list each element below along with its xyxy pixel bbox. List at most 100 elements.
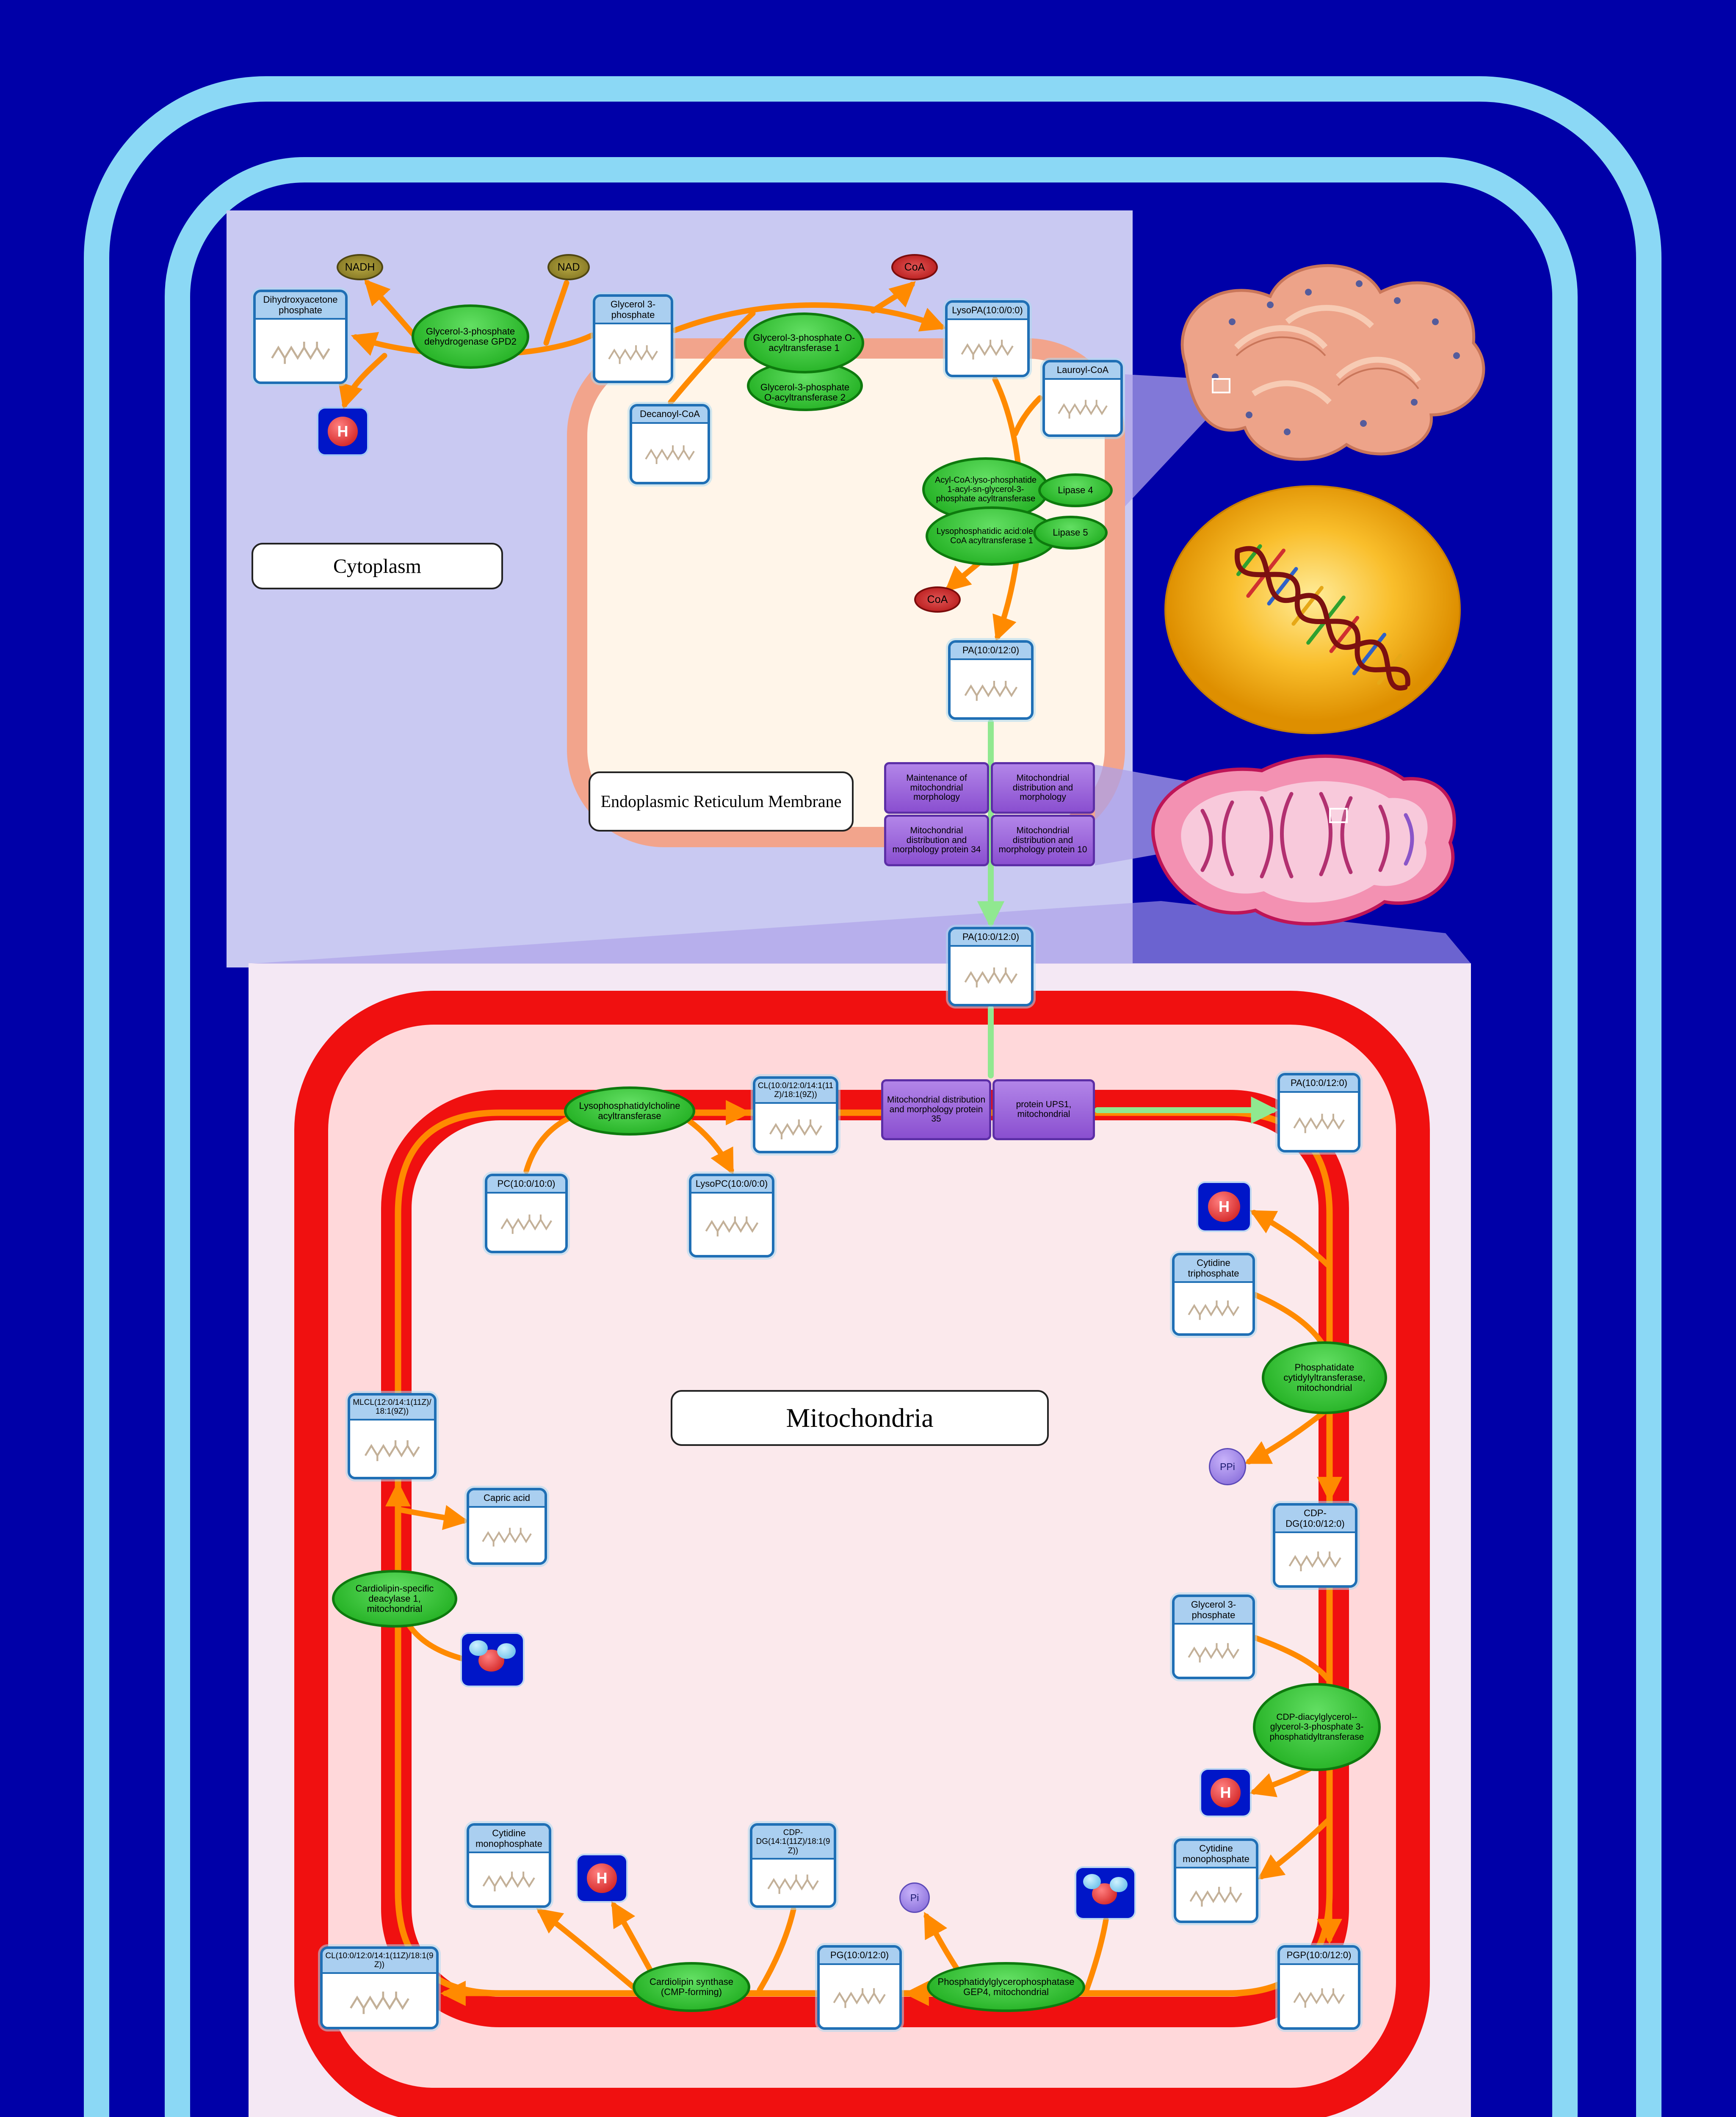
cofactor-label: CoA: [927, 593, 948, 605]
enzyme-label: Lipase 4: [1058, 484, 1093, 495]
metabolite-label: PC(10:0/10:0): [487, 1176, 565, 1194]
cofactor-h-3[interactable]: H: [1201, 1770, 1250, 1816]
cytoplasm-text: Cytoplasm: [333, 555, 421, 578]
zoom-marker-er: [1212, 378, 1230, 393]
chemical-structure-icon: [948, 320, 1027, 375]
cofactor-nad[interactable]: NAD: [547, 254, 590, 280]
water-molecule-icon: [469, 1640, 516, 1680]
enzyme-cld1[interactable]: Cardiolipin-specific deacylase 1, mitoch…: [332, 1570, 457, 1628]
cofactor-h-4[interactable]: H: [578, 1855, 626, 1901]
metabolite-glycerol-3-phosphate-top[interactable]: Glycerol 3-phosphate: [593, 294, 673, 383]
cofactor-h-1[interactable]: H: [318, 409, 367, 454]
metabolite-mlcl[interactable]: MLCL(12:0/14:1(11Z)/18:1(9Z)): [348, 1393, 437, 1479]
chemical-structure-icon: [752, 1859, 834, 1905]
metabolite-pa-boundary[interactable]: PA(10:0/12:0): [948, 927, 1034, 1006]
protein-mdm34[interactable]: Mitochondrial distribution and morpholog…: [884, 815, 989, 866]
metabolite-label: LysoPA(10:0/0:0): [948, 303, 1027, 320]
protein-mdm12[interactable]: Mitochondrial distribution and morpholog…: [991, 762, 1095, 814]
chemical-structure-icon: [820, 1965, 899, 2027]
zoom-marker-mito: [1329, 808, 1348, 823]
chemical-structure-icon: [755, 1103, 836, 1151]
enzyme-label: Cardiolipin-specific deacylase 1, mitoch…: [355, 1583, 434, 1614]
label-er-membrane: Endoplasmic Reticulum Membrane: [589, 771, 854, 832]
metabolite-cl-bottom[interactable]: CL(10:0/12:0/14:1(11Z)/18:1(9Z)): [320, 1946, 439, 2029]
metabolite-glycerol-3-phosphate-mito[interactable]: Glycerol 3-phosphate: [1172, 1595, 1255, 1679]
hydrogen-icon: H: [1210, 1778, 1241, 1807]
chemical-structure-icon: [256, 320, 345, 381]
metabolite-capric-acid[interactable]: Capric acid: [467, 1488, 547, 1565]
hydrogen-icon: H: [586, 1863, 617, 1893]
chemical-structure-icon: [951, 660, 1031, 717]
metabolite-label: PA(10:0/12:0): [951, 643, 1031, 660]
protein-mdm10[interactable]: Mitochondrial distribution and morpholog…: [991, 815, 1095, 866]
chemical-structure-icon: [1176, 1868, 1256, 1921]
enzyme-label: Acyl-CoA:lyso-phosphatide 1-acyl-sn-glyc…: [934, 475, 1037, 503]
metabolite-cmp-left[interactable]: Cytidine monophosphate: [467, 1823, 551, 1908]
protein-label: protein UPS1, mitochondrial: [1016, 1100, 1072, 1119]
metabolite-label: Dihydroxyacetone phosphate: [256, 292, 345, 320]
chemical-structure-icon: [469, 1853, 549, 1905]
cofactor-coa-2[interactable]: CoA: [914, 586, 961, 613]
metabolite-label: Decanoyl-CoA: [632, 406, 708, 424]
enzyme-label: Cardiolipin synthase (CMP-forming): [649, 1976, 734, 1997]
metabolite-lauroyl-coa[interactable]: Lauroyl-CoA: [1042, 360, 1123, 437]
cofactor-pi[interactable]: Pi: [899, 1882, 930, 1913]
chemical-structure-icon: [1175, 1283, 1252, 1333]
enzyme-lipase4[interactable]: Lipase 4: [1038, 473, 1113, 507]
metabolite-label: Cytidine monophosphate: [1176, 1841, 1256, 1869]
protein-mmm1[interactable]: Maintenance of mitochondrial morphology: [884, 762, 989, 814]
er-membrane-text: Endoplasmic Reticulum Membrane: [600, 792, 842, 811]
metabolite-label: CDP-DG(14:1(11Z)/18:1(9Z)): [752, 1826, 834, 1860]
enzyme-tamm41[interactable]: Phosphatidate cytidylyltransferase, mito…: [1262, 1341, 1387, 1414]
cofactor-h2o-2[interactable]: [1076, 1868, 1134, 1918]
metabolite-pg[interactable]: PG(10:0/12:0): [817, 1945, 902, 2030]
enzyme-lipase5[interactable]: Lipase 5: [1033, 516, 1108, 550]
enzyme-gep4[interactable]: Phosphatidylglycerophosphatase GEP4, mit…: [927, 1962, 1085, 2012]
protein-mdm35[interactable]: Mitochondrial distribution and morpholog…: [881, 1079, 991, 1140]
cofactor-h-2[interactable]: H: [1198, 1183, 1250, 1230]
enzyme-gpat1[interactable]: Glycerol-3-phosphate O-acyltransferase 1: [744, 312, 864, 373]
enzyme-label: Glycerol-3-phosphate O-acyltransferase 2: [760, 381, 850, 403]
metabolite-pc[interactable]: PC(10:0/10:0): [485, 1174, 568, 1253]
protein-ups1[interactable]: protein UPS1, mitochondrial: [992, 1079, 1095, 1140]
metabolite-pa-mito[interactable]: PA(10:0/12:0): [1277, 1073, 1360, 1152]
cofactor-nadh[interactable]: NADH: [337, 254, 383, 280]
metabolite-lysopc[interactable]: LysoPC(10:0/0:0): [689, 1174, 774, 1257]
chemical-structure-icon: [1280, 1965, 1358, 2027]
enzyme-label: Lipase 5: [1053, 527, 1088, 538]
metabolite-label: Cytidine triphosphate: [1175, 1255, 1252, 1283]
enzyme-gpd2[interactable]: Glycerol-3-phosphate dehydrogenase GPD2: [412, 304, 529, 369]
protein-label: Maintenance of mitochondrial morphology: [906, 773, 967, 802]
metabolite-lysopa[interactable]: LysoPA(10:0/0:0): [945, 300, 1030, 377]
metabolite-cdp-dg-right[interactable]: CDP-DG(10:0/12:0): [1273, 1503, 1357, 1588]
metabolite-cl-top[interactable]: CL(10:0/12:0/14:1(11Z)/18:1(9Z)): [753, 1076, 838, 1153]
metabolite-label: PG(10:0/12:0): [820, 1948, 899, 1965]
cofactor-label: CoA: [904, 261, 925, 273]
enzyme-label: Lysophosphatidic acid:oleoyl-CoA acyltra…: [936, 527, 1047, 545]
cell-membrane-inner: [165, 157, 1578, 2117]
metabolite-label: CL(10:0/12:0/14:1(11Z)/18:1(9Z)): [755, 1079, 836, 1104]
metabolite-ctp[interactable]: Cytidine triphosphate: [1172, 1253, 1255, 1336]
cofactor-label: NADH: [345, 261, 375, 273]
enzyme-cls[interactable]: Cardiolipin synthase (CMP-forming): [633, 1962, 750, 2012]
water-molecule-icon: [1083, 1874, 1128, 1912]
enzyme-label: Glycerol-3-phosphate dehydrogenase GPD2: [424, 326, 517, 347]
enzyme-pgs1[interactable]: CDP-diacylglycerol--glycerol-3-phosphate…: [1253, 1683, 1381, 1771]
cofactor-label: PPi: [1220, 1461, 1235, 1472]
cofactor-h2o-1[interactable]: [462, 1634, 523, 1686]
protein-label: Mitochondrial distribution and morpholog…: [887, 1094, 986, 1124]
metabolite-label: Lauroyl-CoA: [1045, 362, 1120, 380]
metabolite-dhap[interactable]: Dihydroxyacetone phosphate: [253, 290, 348, 384]
cofactor-ppi[interactable]: PPi: [1209, 1448, 1246, 1485]
metabolite-cdp-dg-bottom[interactable]: CDP-DG(14:1(11Z)/18:1(9Z)): [750, 1823, 836, 1908]
enzyme-lpcat[interactable]: Lysophosphatidylcholine acyltransferase: [564, 1086, 695, 1136]
metabolite-pgp[interactable]: PGP(10:0/12:0): [1277, 1945, 1360, 2030]
cofactor-coa-1[interactable]: CoA: [891, 254, 938, 280]
chemical-structure-icon: [323, 1973, 436, 2027]
metabolite-label: CDP-DG(10:0/12:0): [1275, 1506, 1355, 1534]
metabolite-cmp-right[interactable]: Cytidine monophosphate: [1174, 1838, 1258, 1923]
metabolite-decanoyl-coa[interactable]: Decanoyl-CoA: [630, 404, 710, 484]
metabolite-label: CL(10:0/12:0/14:1(11Z)/18:1(9Z)): [323, 1949, 436, 1974]
metabolite-pa-er[interactable]: PA(10:0/12:0): [948, 640, 1034, 720]
